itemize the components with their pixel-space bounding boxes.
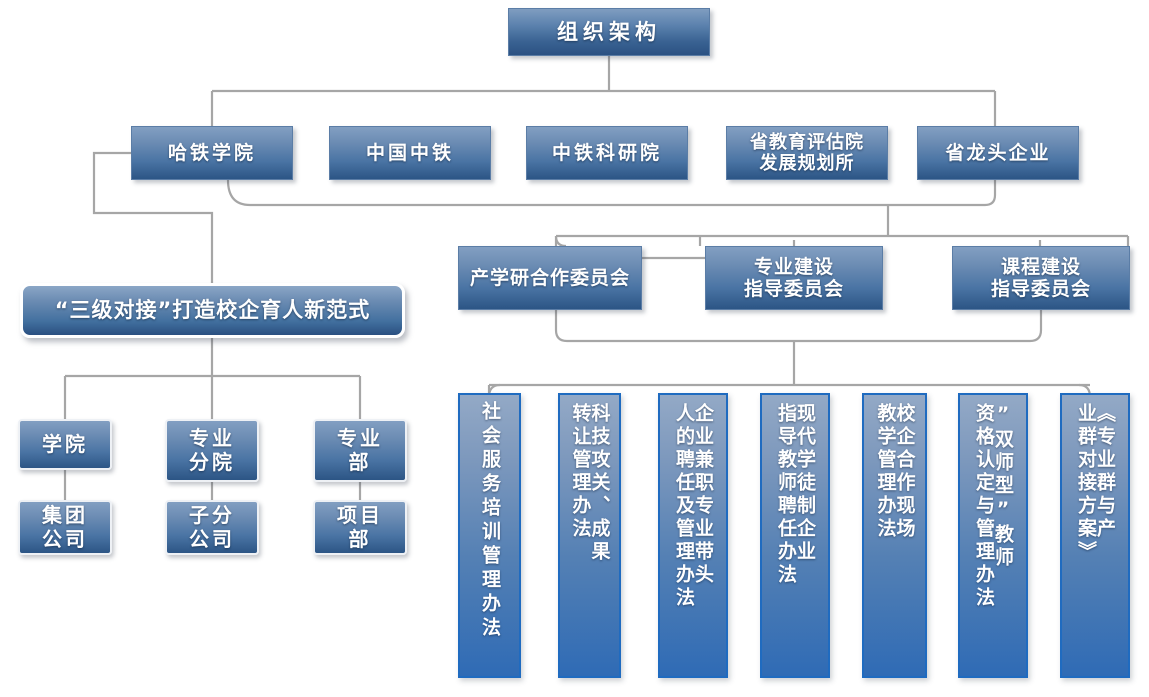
- policy-column: 人的聘任及管理办法: [673, 403, 695, 610]
- policy-column: 校企合作现场: [893, 403, 916, 541]
- node-committee-kecheng-jianshe[interactable]: 课程建设 指导委员会: [952, 246, 1130, 310]
- node-root[interactable]: 组织架构: [508, 8, 710, 56]
- node-zhuanye-fenyuan[interactable]: 专业 分院: [165, 419, 259, 482]
- policy-column: 教学管理办法: [874, 403, 897, 541]
- policy-column: ”双师型”教师: [992, 403, 1014, 570]
- policy-column: 《专业群与产: [1094, 403, 1116, 541]
- node-zifen-gongsi[interactable]: 子分 公司: [165, 500, 259, 555]
- policy-box-xiandai-xuetu[interactable]: 现代学徒制企业 指导教师聘任办法: [760, 393, 830, 678]
- policy-column: 转让管理办法: [569, 403, 592, 541]
- node-partner-sheng-jiaoyu-pinggu[interactable]: 省教育评估院 发展规划所: [726, 126, 888, 180]
- policy-column: 企业兼职专业带头: [692, 403, 714, 587]
- node-partner-zhongguo-zhongtie[interactable]: 中国中铁: [329, 126, 491, 180]
- policy-column: 科技攻关、成果: [588, 403, 611, 564]
- node-xiangmu-bu[interactable]: 项目 部: [313, 500, 407, 555]
- policy-column: 业群对接方案》: [1075, 403, 1097, 564]
- connector-partner-bus-lower: [226, 179, 997, 207]
- policy-box-keji-gongguan[interactable]: 科技攻关、成果 转让管理办法: [558, 393, 621, 678]
- policy-column: 资格认定与管理办法: [973, 403, 995, 610]
- node-committee-chanxueyan[interactable]: 产学研合作委员会: [458, 246, 642, 310]
- node-xueyuan[interactable]: 学院: [18, 419, 112, 470]
- connector-committee-bus-left-cap: [554, 235, 567, 248]
- node-partner-sheng-longtou-qiye[interactable]: 省龙头企业: [917, 126, 1079, 180]
- node-zhuanye-bu[interactable]: 专业 部: [313, 419, 407, 482]
- policy-column: 社会服务培训管理办法: [479, 401, 501, 641]
- connector-committees-bottom-bus: [554, 310, 1043, 343]
- policy-column: 指导教师聘任办法: [775, 403, 797, 587]
- policy-box-qiye-jianzhi[interactable]: 企业兼职专业带头 人的聘任及管理办法: [658, 393, 728, 678]
- node-partner-hatie-xueyuan[interactable]: 哈铁学院: [131, 126, 293, 180]
- policy-box-zhuanyequn-duijie[interactable]: 《专业群与产 业群对接方案》: [1060, 393, 1130, 678]
- node-banner-sanji-duijie[interactable]: “三级对接”打造校企育人新范式: [20, 283, 405, 338]
- node-partner-zhongtie-keyanyuan[interactable]: 中铁科研院: [526, 126, 688, 180]
- policy-box-xiaoqi-hezuo[interactable]: 校企合作现场 教学管理办法: [862, 393, 927, 678]
- policy-box-shehui-fuwu[interactable]: 社会服务培训管理办法: [458, 393, 521, 678]
- node-committee-zhuanye-jianshe[interactable]: 专业建设 指导委员会: [705, 246, 883, 310]
- policy-column: 现代学徒制企业: [794, 403, 816, 564]
- node-jituan-gongsi[interactable]: 集团 公司: [18, 500, 112, 555]
- policy-box-shuangshixing[interactable]: ”双师型”教师 资格认定与管理办法: [958, 393, 1028, 678]
